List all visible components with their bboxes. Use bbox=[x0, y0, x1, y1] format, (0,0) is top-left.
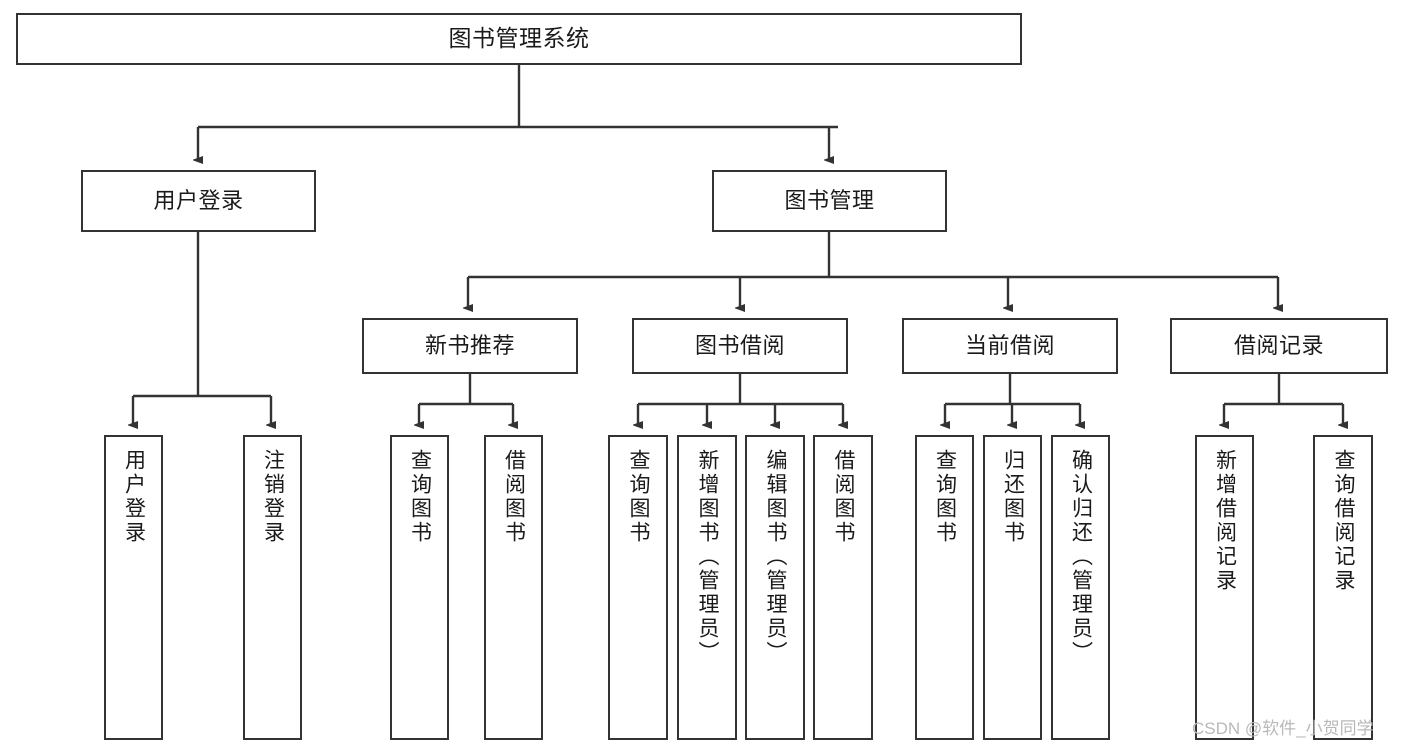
node-label: 归还图书 bbox=[1001, 449, 1025, 545]
node-label: 查询图书 bbox=[933, 449, 957, 545]
node-label: 图书管理 bbox=[784, 187, 875, 213]
node-borrow-record[interactable]: 借阅记录 bbox=[1170, 318, 1388, 374]
node-label: 查询借阅记录 bbox=[1332, 449, 1356, 593]
node-leaf-user-login[interactable]: 用户登录 bbox=[104, 435, 163, 740]
node-label: 新增图书（管理员） bbox=[696, 449, 720, 665]
node-label: 编辑图书（管理员） bbox=[764, 449, 788, 665]
node-label: 新书推荐 bbox=[424, 332, 515, 358]
watermark: CSDN @软件_小贺同学 bbox=[1192, 719, 1374, 738]
node-label: 注销登录 bbox=[261, 449, 285, 545]
node-current-borrow[interactable]: 当前借阅 bbox=[902, 318, 1118, 374]
node-leaf-query-book-1[interactable]: 查询图书 bbox=[390, 435, 449, 740]
node-label: 查询图书 bbox=[627, 449, 651, 545]
node-root-system[interactable]: 图书管理系统 bbox=[16, 13, 1022, 65]
node-leaf-query-borrow-record[interactable]: 查询借阅记录 bbox=[1313, 435, 1373, 740]
node-book-manage[interactable]: 图书管理 bbox=[712, 170, 947, 232]
node-label: 借阅图书 bbox=[832, 449, 856, 545]
node-leaf-add-book[interactable]: 新增图书（管理员） bbox=[677, 435, 737, 740]
node-leaf-confirm-return[interactable]: 确认归还（管理员） bbox=[1051, 435, 1110, 740]
node-user-login[interactable]: 用户登录 bbox=[81, 170, 316, 232]
node-label: 确认归还（管理员） bbox=[1069, 449, 1093, 665]
node-book-borrow[interactable]: 图书借阅 bbox=[632, 318, 848, 374]
node-label: 借阅记录 bbox=[1233, 332, 1324, 358]
node-leaf-edit-book[interactable]: 编辑图书（管理员） bbox=[745, 435, 805, 740]
node-leaf-query-book-3[interactable]: 查询图书 bbox=[915, 435, 974, 740]
node-leaf-query-book-2[interactable]: 查询图书 bbox=[608, 435, 668, 740]
node-leaf-return-book[interactable]: 归还图书 bbox=[983, 435, 1042, 740]
node-label: 查询图书 bbox=[408, 449, 432, 545]
node-label: 用户登录 bbox=[153, 187, 244, 213]
node-new-book-recommend[interactable]: 新书推荐 bbox=[362, 318, 578, 374]
node-leaf-add-borrow-record[interactable]: 新增借阅记录 bbox=[1195, 435, 1254, 740]
node-leaf-borrow-book-2[interactable]: 借阅图书 bbox=[813, 435, 873, 740]
node-label: 新增借阅记录 bbox=[1213, 449, 1237, 593]
node-label: 图书借阅 bbox=[694, 332, 785, 358]
node-leaf-borrow-book-1[interactable]: 借阅图书 bbox=[484, 435, 543, 740]
node-label: 图书管理系统 bbox=[448, 25, 590, 52]
node-label: 当前借阅 bbox=[964, 332, 1055, 358]
node-leaf-user-logout[interactable]: 注销登录 bbox=[243, 435, 302, 740]
node-label: 用户登录 bbox=[122, 449, 146, 545]
node-label: 借阅图书 bbox=[502, 449, 526, 545]
